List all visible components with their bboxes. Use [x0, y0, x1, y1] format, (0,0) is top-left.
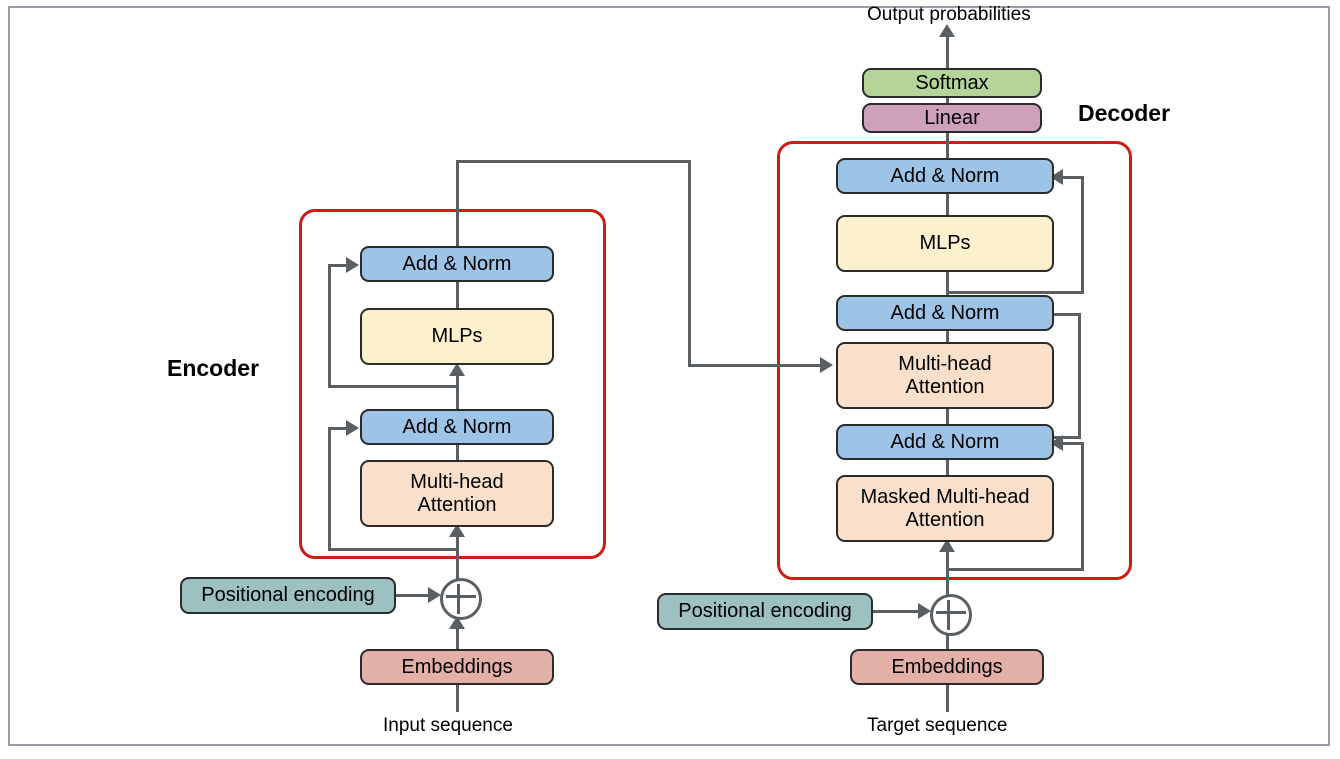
decoder-mlps-block: MLPs: [836, 215, 1054, 272]
connector-decoder-masked-to-addnorm1: [946, 456, 949, 477]
connector-encoder-mlps-to-addnorm2: [456, 278, 459, 310]
linear-block: Linear: [862, 103, 1042, 133]
decoder-residual-3-right: [1081, 176, 1084, 294]
decoder-embeddings-block: Embeddings: [850, 649, 1044, 685]
output-probabilities-caption: Output probabilities: [867, 4, 1031, 25]
arrowhead-encoder-output-to-cross-attention: [820, 357, 833, 373]
encoder-output-to-cross-attention: [688, 364, 830, 367]
encoder-group-label: Encoder: [167, 355, 260, 381]
encoder-residual-1-top: [328, 427, 352, 430]
arrowhead-decoder-add-to-masked-attention: [939, 539, 955, 552]
arrowhead-encoder-addnorm1-to-mlps: [449, 363, 465, 376]
connector-linear-to-softmax: [946, 96, 949, 108]
connector-encoder-attention-to-addnorm1: [456, 441, 459, 462]
connector-softmax-to-output: [946, 34, 949, 70]
softmax-block: Softmax: [862, 68, 1042, 98]
decoder-residual-1-bottom: [946, 568, 1084, 571]
decoder-add-norm-3-block: Add & Norm: [836, 158, 1054, 194]
connector-embeddings-to-add: [456, 628, 459, 651]
encoder-residual-add-symbol: [440, 578, 482, 620]
encoder-add-norm-2-block: Add & Norm: [360, 246, 554, 282]
decoder-masked-attention-block: Masked Multi-head Attention: [836, 475, 1054, 542]
decoder-positional-encoding-block: Positional encoding: [657, 593, 873, 630]
arrowhead-encoder-residual-1: [346, 420, 359, 436]
connector-decoder-mlps-to-addnorm3: [946, 186, 949, 218]
encoder-residual-2-left: [328, 264, 331, 388]
encoder-add-norm-1-block: Add & Norm: [360, 409, 554, 445]
decoder-residual-2-right: [1078, 313, 1081, 439]
decoder-add-norm-1-block: Add & Norm: [836, 424, 1054, 460]
connector-input-to-embeddings: [456, 684, 459, 712]
encoder-embeddings-block: Embeddings: [360, 649, 554, 685]
arrowhead-decoder-pe-to-add: [918, 603, 931, 619]
connector-target-to-embeddings: [946, 684, 949, 712]
decoder-residual-1-right: [1081, 442, 1084, 571]
encoder-mlps-block: MLPs: [360, 308, 554, 365]
encoder-positional-encoding-block: Positional encoding: [180, 577, 396, 614]
encoder-multi-head-attention-block: Multi-head Attention: [360, 460, 554, 527]
arrowhead-add-to-encoder-attention: [449, 524, 465, 537]
decoder-region-outline: [777, 141, 1132, 580]
encoder-output-riser: [456, 160, 459, 248]
decoder-residual-3-top: [1062, 176, 1084, 179]
encoder-output-top-run: [456, 160, 691, 163]
arrowhead-encoder-residual-2: [346, 257, 359, 273]
encoder-residual-2-top: [328, 264, 352, 267]
target-sequence-caption: Target sequence: [867, 715, 1008, 736]
encoder-residual-2-bottom: [328, 385, 458, 388]
decoder-residual-2-top: [1054, 313, 1081, 316]
encoder-residual-1-left: [328, 427, 331, 551]
decoder-add-norm-2-block: Add & Norm: [836, 295, 1054, 331]
connector-add-to-encoder-attention: [456, 536, 459, 580]
connector-encoder-addnorm1-to-mlps: [456, 375, 459, 411]
diagram-frame: Encoder Decoder Input sequence Embedding…: [8, 4, 1330, 746]
arrowhead-pe-to-add: [428, 587, 441, 603]
arrowhead-softmax-to-output: [939, 24, 955, 37]
encoder-output-descender: [688, 160, 691, 366]
connector-decoder-pe-to-add: [873, 610, 924, 613]
decoder-residual-1-top: [1062, 442, 1084, 445]
connector-decoder-embeddings-to-add: [946, 628, 949, 651]
connector-decoder-addnorm3-to-linear: [946, 126, 949, 160]
encoder-region-outline: [299, 209, 606, 559]
input-sequence-caption: Input sequence: [383, 715, 513, 736]
connector-pe-to-add: [396, 594, 434, 597]
encoder-residual-1-bottom: [328, 548, 458, 551]
connector-decoder-add-to-masked-attention: [946, 551, 949, 596]
decoder-residual-3-bottom: [946, 291, 1084, 294]
decoder-residual-add-symbol: [930, 594, 972, 636]
decoder-cross-attention-block: Multi-head Attention: [836, 342, 1054, 409]
decoder-group-label: Decoder: [1078, 100, 1171, 126]
